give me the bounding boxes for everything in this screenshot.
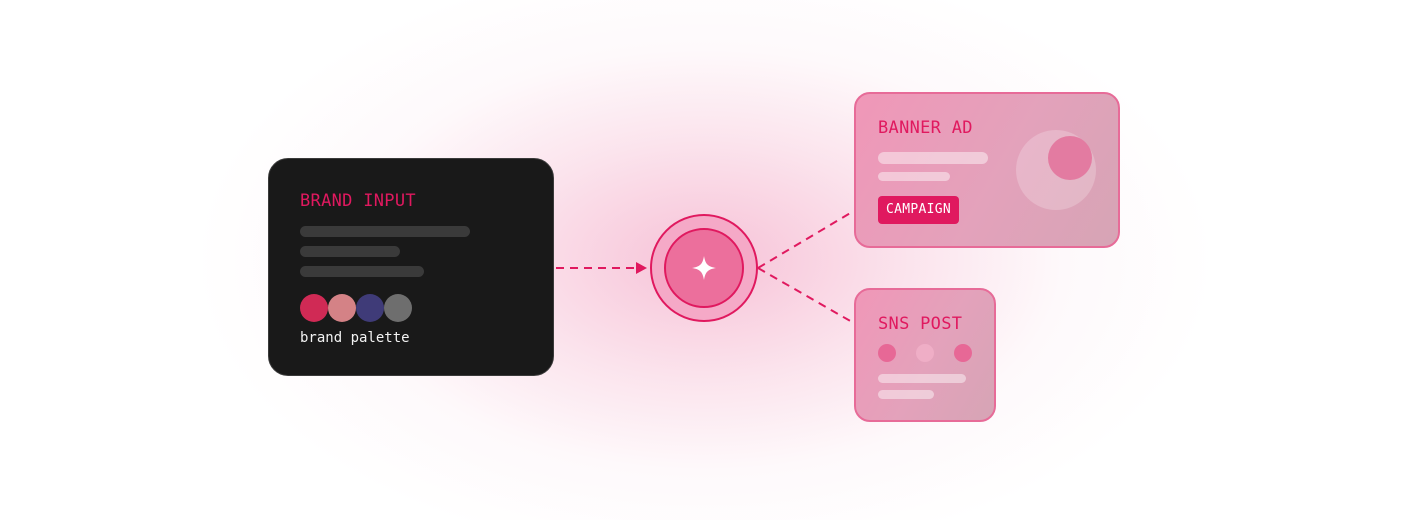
brand-input-title: BRAND INPUT [300,191,416,211]
brand-input-card: BRAND INPUT brand palette [268,158,554,376]
text-placeholder-line [878,374,966,383]
campaign-badge: CAMPAIGN [878,196,960,224]
sns-dot [954,344,972,362]
banner-ad-title: BANNER AD [878,118,973,138]
arrowhead-icon [636,262,647,274]
palette-swatches [300,294,420,322]
text-placeholder-line [878,172,950,181]
text-placeholder-line [300,246,400,257]
text-placeholder-line [878,390,934,399]
text-placeholder-line [300,226,470,237]
sns-post-title: SNS POST [878,314,963,334]
text-placeholder-line [300,266,424,277]
sparkle-icon [692,256,716,280]
sns-post-card: SNS POST [854,288,996,422]
sns-dot [916,344,934,362]
palette-swatch [300,294,328,322]
palette-swatch [328,294,356,322]
image-placeholder-dot [1048,136,1092,180]
text-placeholder-line [878,152,988,164]
banner-ad-card: BANNER AD CAMPAIGN [854,92,1120,248]
connector-node-to-sns [757,267,853,323]
sns-dot [878,344,896,362]
palette-swatch [356,294,384,322]
connector-node-to-banner [757,211,853,269]
palette-swatch [384,294,412,322]
brand-palette-caption: brand palette [300,330,410,346]
